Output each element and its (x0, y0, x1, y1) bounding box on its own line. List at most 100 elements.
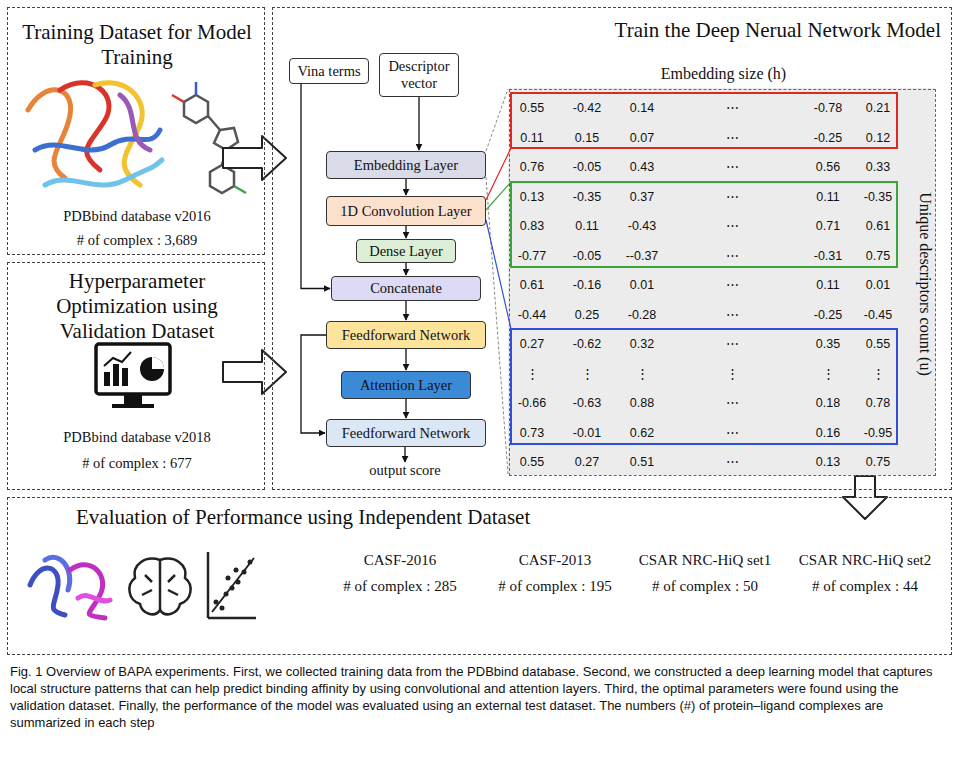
node-heading: Feedforward Network (342, 425, 470, 442)
matrix-cell: ⋯ (707, 335, 757, 353)
matrix-cell: -0.45 (853, 306, 903, 324)
matrix-cell: 0.88 (617, 394, 667, 412)
leader-line (486, 177, 508, 474)
matrix-cell: 0.55 (853, 335, 903, 353)
matrix-cell: 0.16 (803, 424, 853, 442)
matrix-cell: 0.51 (617, 453, 667, 471)
embedding-matrix: Embedding size (h)Unique descriptors cou… (509, 89, 936, 476)
matrix-cell: 0.21 (853, 99, 903, 117)
matrix-cell: 0.33 (853, 158, 903, 176)
dataset-panel: Training Dataset for Model TrainingPDBbi… (7, 7, 265, 255)
matrix-cell: ⋮ (562, 365, 612, 383)
matrix-cell: 0.75 (853, 453, 903, 471)
complex-count: # of complex : 285 (325, 577, 475, 595)
analytics-icon (96, 344, 170, 408)
leader-line (486, 220, 511, 329)
evaluation-panel: Evaluation of Performance using Independ… (7, 497, 952, 655)
matrix-cell: 0.11 (803, 188, 853, 206)
dataset-name: CASF-2016 (325, 551, 475, 569)
matrix-cell: -0.05 (562, 158, 612, 176)
matrix-cell: 0.76 (507, 158, 557, 176)
matrix-cell: -0.43 (617, 217, 667, 235)
leader-line (486, 89, 508, 151)
matrix-cell: -0.63 (562, 394, 612, 412)
matrix-cell: ⋯ (707, 99, 757, 117)
node-heading: Descriptor vector (385, 58, 453, 91)
matrix-cell: -0.62 (562, 335, 612, 353)
matrix-cell: 0.56 (803, 158, 853, 176)
protein-illustration (28, 83, 162, 185)
input-box: Descriptor vector (379, 53, 459, 97)
node-heading: Hyperparameter Optimization using Valida… (19, 269, 255, 345)
matrix-cell: 0.27 (562, 453, 612, 471)
matrix-cell: ⋯ (707, 188, 757, 206)
matrix-cell: ⋯ (707, 394, 757, 412)
dataset-name: CASF-2013 (480, 551, 630, 569)
node-text: # of complex : 677 (8, 455, 266, 472)
node-heading: Attention Layer (360, 377, 452, 394)
skip-arrow (301, 335, 326, 433)
connector-layer (223, 84, 887, 519)
complex-count: # of complex : 195 (480, 577, 630, 595)
matrix-cell: ⋯ (707, 276, 757, 294)
protein-icon (30, 557, 110, 618)
matrix-cell: 0.01 (853, 276, 903, 294)
matrix-cell: 0.32 (617, 335, 667, 353)
matrix-cell: -0.44 (507, 306, 557, 324)
node-heading: Concatenate (370, 280, 442, 297)
matrix-cell: 0.73 (507, 424, 557, 442)
matrix-cell: ⋯ (707, 217, 757, 235)
complex-count: # of complex : 44 (790, 577, 940, 595)
matrix-cell: 0.27 (507, 335, 557, 353)
layer-box: 1D Convolution Layer (326, 196, 486, 226)
matrix-cell: 0.62 (617, 424, 667, 442)
block-arrow (223, 136, 286, 180)
matrix-cell: ⋯ (707, 158, 757, 176)
figure-caption: Fig. 1 Overview of BAPA experiments. Fir… (10, 664, 946, 732)
flow-arrow (405, 399, 406, 418)
node-heading: Feedforward Network (342, 327, 470, 344)
matrix-cell: -0.16 (562, 276, 612, 294)
flow-arrow (405, 301, 406, 320)
leader-line (486, 182, 511, 210)
matrix-ground (508, 88, 935, 475)
layer-box: Embedding Layer (326, 151, 486, 179)
flow-arrow (405, 226, 406, 238)
matrix-cell: 0.11 (507, 129, 557, 147)
node-text: Unique descriptors count (u) (912, 90, 934, 477)
matrix-cell: -0.42 (562, 99, 612, 117)
matrix-cell: -0.35 (562, 188, 612, 206)
matrix-cell: 0.83 (507, 217, 557, 235)
matrix-cell: -0.05 (562, 247, 612, 265)
matrix-cell: 0.15 (562, 129, 612, 147)
node-heading: Train the Deep Nerual Network Model (615, 18, 941, 43)
node-text: # of complex : 3,689 (8, 232, 266, 249)
matrix-cell: 0.07 (617, 129, 667, 147)
matrix-cell: -0.78 (803, 99, 853, 117)
matrix-cell: 0.35 (803, 335, 853, 353)
flow-arrow (405, 179, 406, 195)
ligand-illustration (172, 82, 246, 193)
matrix-cell: ⋯ (707, 424, 757, 442)
scatter-icon (208, 552, 256, 618)
node-heading: Evaluation of Performance using Independ… (76, 505, 530, 530)
matrix-cell: -0.25 (803, 129, 853, 147)
matrix-cell: -0.35 (853, 188, 903, 206)
output-label: output score (305, 461, 505, 479)
flow-arrow (301, 84, 330, 289)
matrix-cell: 0.12 (853, 129, 903, 147)
matrix-cell: ⋮ (617, 365, 667, 383)
model-panel: Train the Deep Nerual Network ModelVina … (272, 7, 952, 490)
matrix-cell: 0.78 (853, 394, 903, 412)
matrix-cell: 0.43 (617, 158, 667, 176)
matrix-cell: -0.66 (507, 394, 557, 412)
matrix-cell: 0.55 (507, 99, 557, 117)
block-arrow (223, 350, 286, 394)
layer-box: Feedforward Network (326, 321, 486, 349)
matrix-cell: 0.01 (617, 276, 667, 294)
matrix-cell: -0.31 (803, 247, 853, 265)
matrix-cell: -0.01 (562, 424, 612, 442)
kernel-window-green (511, 182, 897, 267)
layer-box: Dense Layer (356, 239, 456, 263)
